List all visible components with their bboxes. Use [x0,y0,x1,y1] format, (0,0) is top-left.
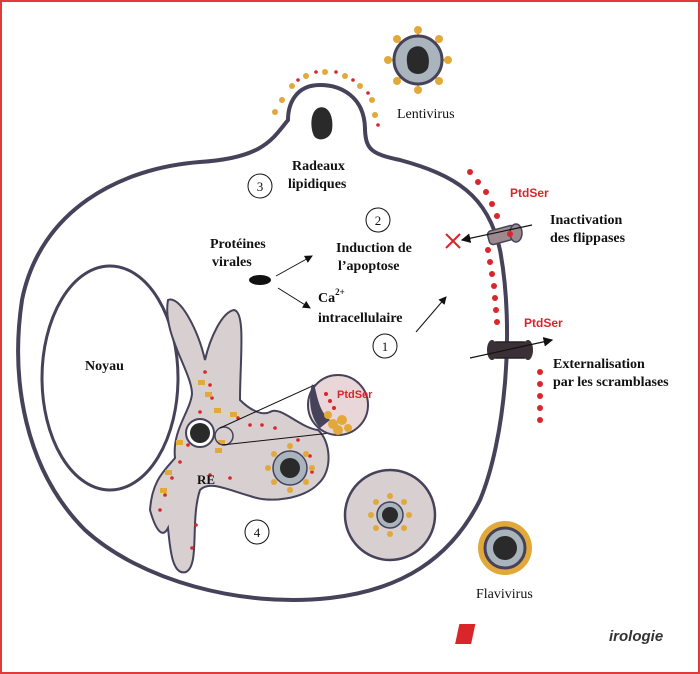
svg-text:V: V [596,626,609,645]
label-scramblases: par les scramblases [553,375,669,390]
label-ptdser-inset: PtdSer [337,389,373,401]
lentivirus-particle-icon [384,26,452,94]
er-spike-proteins [160,380,237,493]
budding-virus-core-icon [311,107,333,140]
endoplasmic-reticulum [148,298,330,574]
er-ptdser-dots [158,370,314,550]
label-noyau: Noyau [85,359,124,374]
label-radeaux: Radeaux [292,159,345,174]
vesicle-virus-icon [343,468,437,562]
inhibition-cross-icon [445,233,461,249]
label-induction: Induction de [336,241,412,256]
flavivirus-particle-icon [478,521,532,575]
ptdser-zoom-inset [307,374,369,436]
svg-text:irologie: irologie [609,628,663,645]
nucleus [40,264,180,492]
label-re: RE [197,472,215,487]
scramblase-channel-icon [487,340,533,360]
label-flavivirus: Flavivirus [476,587,533,602]
label-proteines: Protéines [210,237,266,252]
label-inactivation: Inactivation [550,213,623,228]
step-3: 3 [257,179,264,194]
ptdser-dots-external [467,169,543,423]
virologie-logo: V irologie [455,624,663,645]
label-ptdser-top: PtdSer [510,186,549,200]
label-calcium: Ca2+ [318,287,345,306]
step-4: 4 [254,525,261,540]
label-externalisation: Externalisation [553,357,645,372]
step-1: 1 [382,339,389,354]
er-budding-virus-icon [185,418,215,448]
label-apoptose: l’apoptose [338,259,399,274]
label-flippases: des flippases [550,231,626,246]
er-lumen-virus-icon [265,443,315,493]
viral-protein-dot [249,275,271,285]
budding-spikes [272,69,378,118]
label-lentivirus: Lentivirus [397,107,455,122]
step-2: 2 [375,213,382,228]
label-ptdser-bottom: PtdSer [524,316,563,330]
label-virales: virales [212,255,252,270]
label-intracellulaire: intracellulaire [318,311,403,326]
label-lipidiques: lipidiques [288,177,347,192]
